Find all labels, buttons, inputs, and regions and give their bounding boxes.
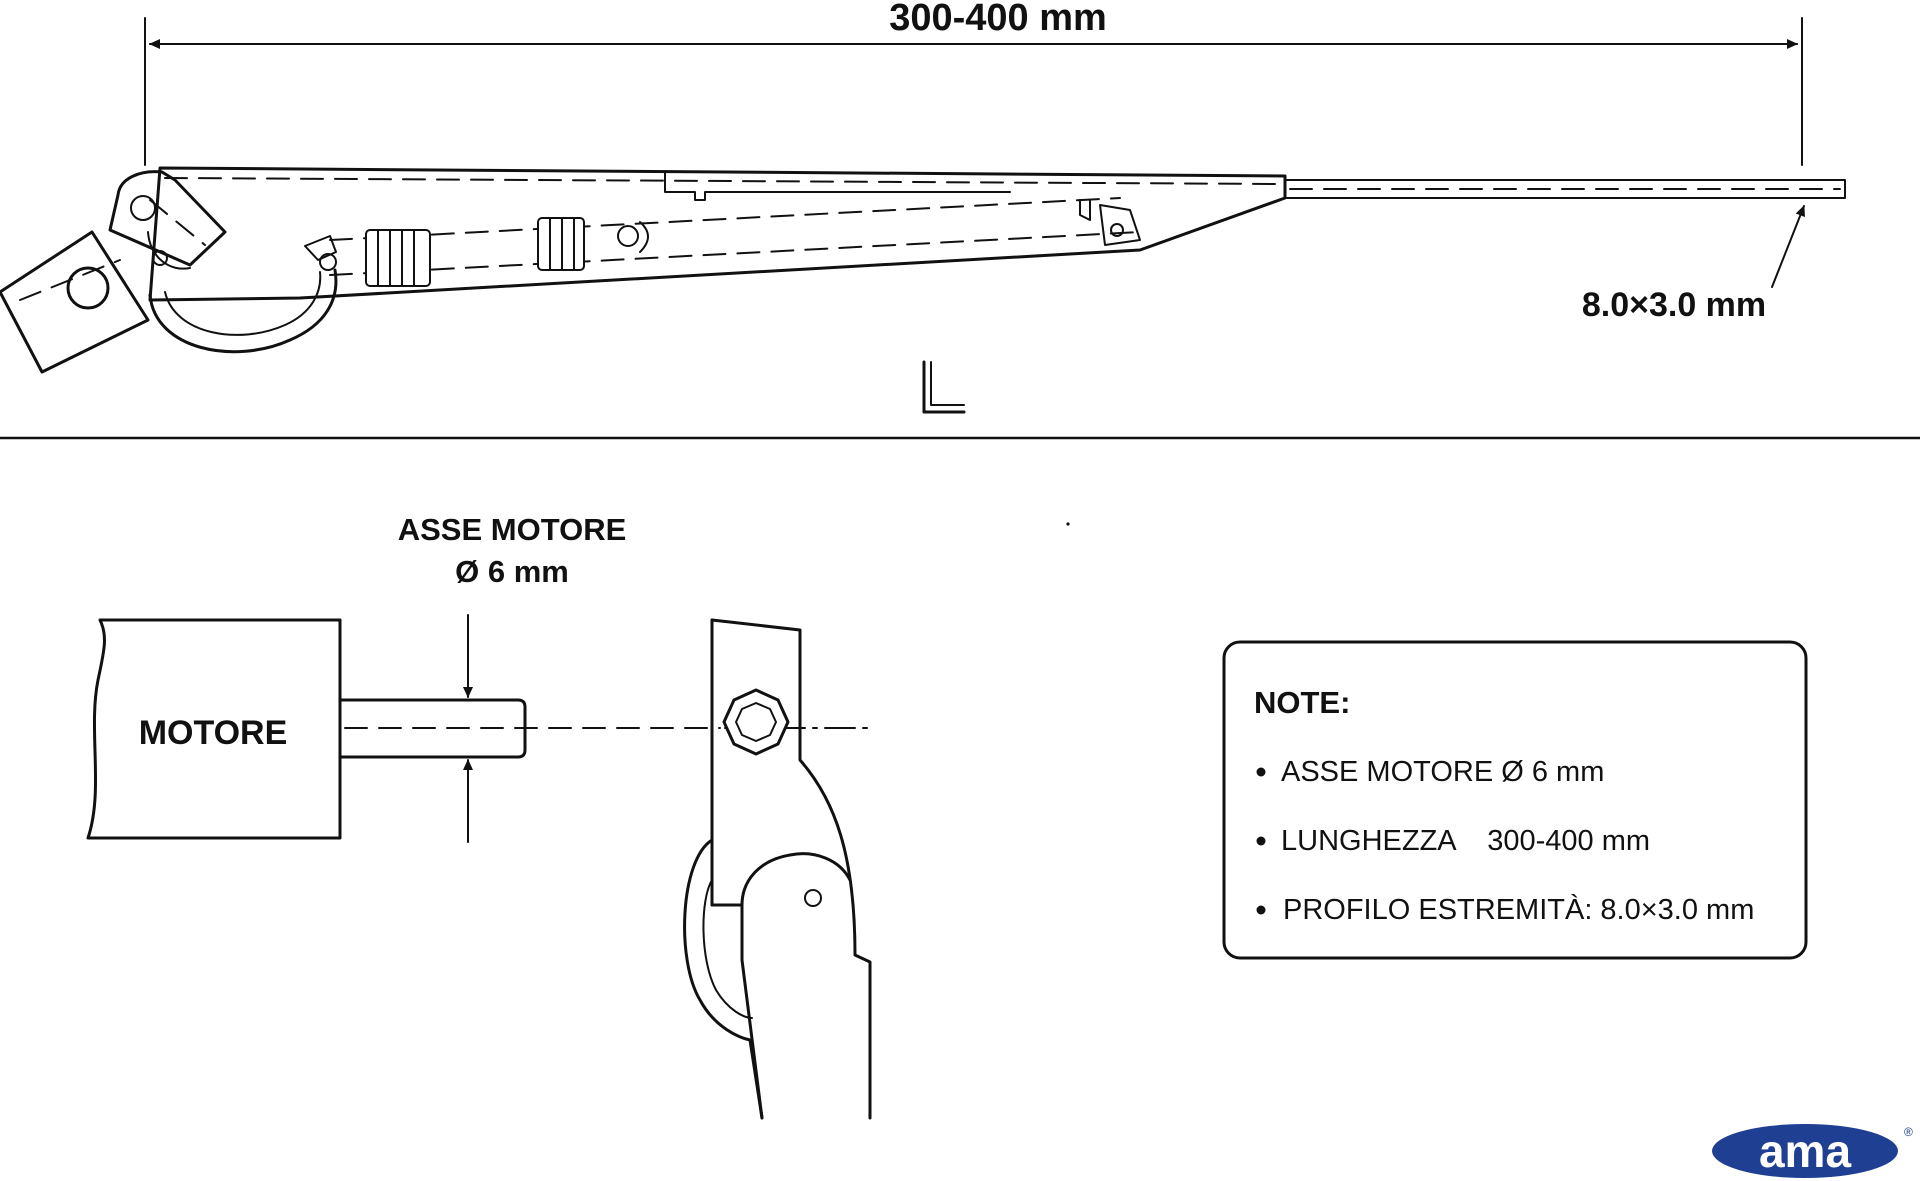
- tip-profile-label: 8.0×3.0 mm: [1582, 286, 1766, 324]
- wiper-arm-side-view: [0, 166, 1846, 374]
- spring-coil-left: [365, 229, 431, 287]
- motor-block: MOTORE: [86, 618, 342, 840]
- notes-item-length: LUNGHEZZA 300-400 mm: [1281, 825, 1650, 857]
- tip-profile-dimension: 8.0×3.0 mm: [1582, 205, 1805, 324]
- shaft-label-line2: Ø 6 mm: [455, 554, 569, 589]
- ama-logo-text: ama: [1759, 1125, 1851, 1177]
- length-dimension: 300-400 mm: [144, 0, 1803, 166]
- notes-title: NOTE:: [1254, 685, 1350, 720]
- length-dimension-label: 300-400 mm: [889, 0, 1107, 39]
- spring-coil-right: [537, 217, 585, 271]
- ama-logo-oval: [1712, 1124, 1898, 1178]
- notes-panel: NOTE: ASSE MOTORE Ø 6 mm LUNGHEZZA 300-4…: [1222, 640, 1808, 960]
- registered-mark: ®: [1904, 1125, 1913, 1139]
- hex-nut-icon: [722, 688, 790, 756]
- variant-mark: L: [0, 0, 966, 414]
- notes-bullet: [1256, 836, 1266, 846]
- svg-text:L: L: [0, 0, 1, 1]
- stray-dot: [1066, 522, 1070, 526]
- shaft-diameter-label: ASSE MOTORE Ø 6 mm: [398, 512, 627, 589]
- notes-bullet: [1256, 767, 1266, 777]
- notes-item-profile: PROFILO ESTREMITÀ: 8.0×3.0 mm: [1283, 893, 1754, 926]
- motor-label: MOTORE: [139, 714, 288, 752]
- arm-mount-detail: [683, 618, 872, 1120]
- motor-shaft: [338, 614, 876, 843]
- shaft-label-line1: ASSE MOTORE: [398, 512, 627, 547]
- notes-item-shaft: ASSE MOTORE Ø 6 mm: [1281, 756, 1604, 788]
- ama-logo: ama ®: [1712, 1124, 1913, 1178]
- notes-bullet: [1256, 905, 1266, 915]
